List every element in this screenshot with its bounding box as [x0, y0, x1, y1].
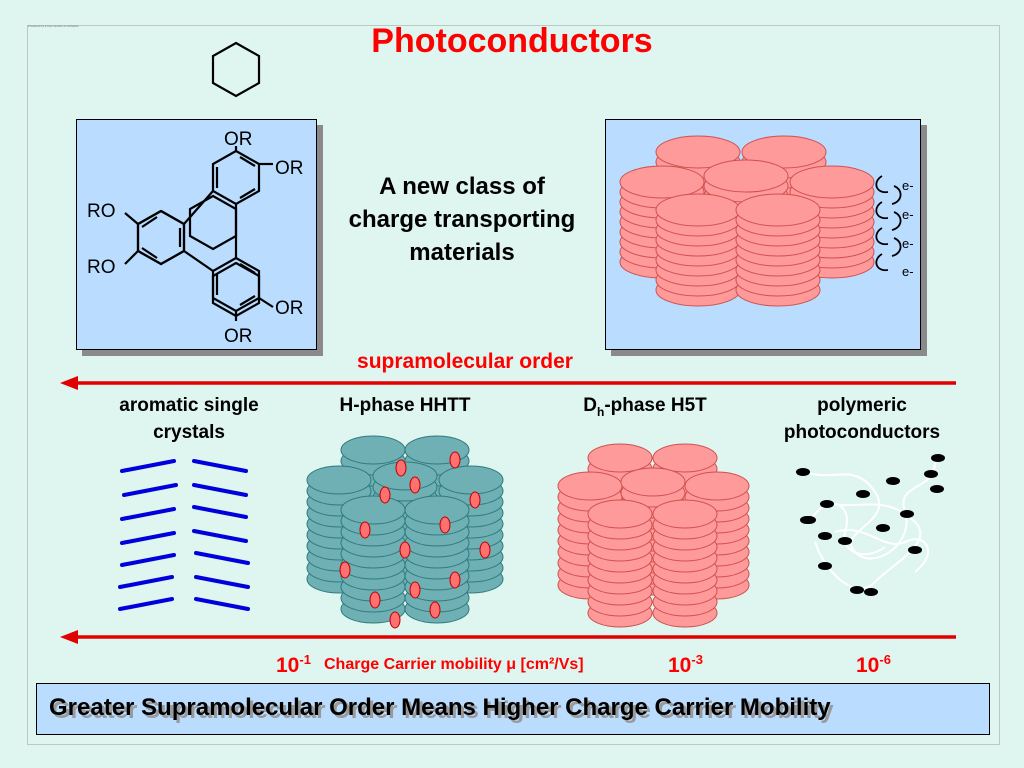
mobility-2-base: 10	[668, 654, 692, 677]
side-chain-bead	[359, 521, 371, 539]
category-3-prefix: D	[583, 395, 597, 416]
category-aromatic-crystals: aromatic single crystals	[96, 392, 282, 446]
mobility-value-1: 10-1	[276, 652, 311, 678]
category-1-line-1: aromatic single	[119, 395, 259, 416]
dh-phase-red-columns-icon	[557, 443, 750, 628]
mobility-3-exp: -6	[879, 652, 891, 667]
aromatic-crystal-rods-icon	[118, 459, 250, 611]
teal-disc	[404, 495, 470, 525]
label-or-lower-right: OR	[275, 298, 304, 319]
red-disc	[655, 193, 741, 227]
red-disc	[655, 135, 741, 169]
red-disc-columns-icon	[619, 135, 875, 307]
label-ro-lower-left: RO	[87, 257, 116, 278]
side-chain-bead	[409, 476, 421, 494]
side-chain-bead	[469, 491, 481, 509]
side-chain-bead	[439, 516, 451, 534]
mobility-1-base: 10	[276, 654, 300, 677]
label-or-upper-right: OR	[275, 158, 304, 179]
red-disc	[741, 135, 827, 169]
mobility-2-exp: -3	[691, 652, 703, 667]
side-chain-bead	[379, 486, 391, 504]
red-disc	[703, 159, 789, 193]
center-line-2: charge transporting	[348, 206, 576, 233]
side-chain-bead	[409, 581, 421, 599]
mobility-1-exp: -1	[299, 652, 311, 667]
red-disc	[789, 165, 875, 199]
polymer-chain-icon	[796, 454, 945, 596]
mobility-3-base: 10	[856, 654, 880, 677]
category-dh-phase: Dh-phase H5T	[550, 392, 740, 426]
red-disc	[587, 443, 653, 473]
red-disc	[587, 499, 653, 529]
charge-mobility-arrow	[60, 630, 956, 644]
category-polymeric: polymeric photoconductors	[762, 392, 962, 446]
teal-disc	[340, 435, 406, 465]
molecule-panel: OR OR RO RO OR OR	[76, 41, 317, 350]
teal-disc	[340, 495, 406, 525]
category-2-line-1: H-phase HHTT	[339, 395, 471, 416]
side-chain-bead	[369, 591, 381, 609]
electron-label-1: e-	[902, 178, 914, 193]
center-line-1: A new class of	[379, 173, 545, 200]
molecule-bonds	[124, 146, 274, 321]
columnar-stack-panel: e- e- e- e-	[605, 119, 921, 350]
mobility-value-3: 10-6	[856, 652, 891, 678]
side-chain-bead	[429, 601, 441, 619]
mobility-value-2: 10-3	[668, 652, 703, 678]
side-chain-bead	[479, 541, 491, 559]
red-disc	[684, 471, 750, 501]
side-chain-bead	[449, 451, 461, 469]
label-or-top: OR	[224, 129, 253, 150]
electron-label-2: e-	[902, 207, 914, 222]
category-1-line-2: crystals	[153, 422, 225, 443]
electron-hopping-arrows-icon	[875, 175, 902, 272]
electron-label-3: e-	[902, 236, 914, 251]
side-chain-bead	[339, 561, 351, 579]
label-or-bottom: OR	[224, 326, 253, 347]
tiny-header-text: Powered by a free version of software	[28, 24, 79, 28]
slide-frame	[27, 25, 1000, 745]
category-3-sub: h	[596, 404, 605, 419]
supramolecular-order-arrow	[60, 376, 956, 390]
category-h-phase: H-phase HHTT	[310, 392, 500, 419]
red-disc	[619, 165, 705, 199]
h-phase-teal-columns-icon	[306, 435, 504, 629]
red-disc	[620, 467, 686, 497]
center-description: A new class of charge transporting mater…	[327, 170, 597, 269]
red-disc	[652, 499, 718, 529]
side-chain-bead	[449, 571, 461, 589]
red-disc	[652, 443, 718, 473]
teal-disc	[372, 461, 438, 491]
electron-label-4: e-	[902, 264, 914, 279]
red-disc	[557, 471, 623, 501]
category-4-line-1: polymeric	[817, 395, 907, 416]
label-ro-upper-left: RO	[87, 201, 116, 222]
category-3-suffix: -phase H5T	[604, 395, 707, 416]
teal-disc	[306, 465, 372, 495]
teal-disc	[438, 465, 504, 495]
disc-columns	[619, 135, 875, 307]
side-chain-bead	[389, 611, 401, 629]
mobility-axis-label: Charge Carrier mobility μ [cm²/Vs]	[324, 656, 584, 673]
side-chain-bead	[395, 459, 407, 477]
category-4-line-2: photoconductors	[783, 422, 941, 443]
conclusion-text: Greater Supramolecular Order Means Highe…	[49, 694, 831, 721]
supramolecular-order-label: supramolecular order	[357, 350, 573, 373]
red-disc	[735, 193, 821, 227]
conclusion-banner: Greater Supramolecular Order Means Highe…	[36, 683, 990, 735]
center-line-3: materials	[409, 239, 515, 266]
slide-title: Photoconductors	[371, 22, 653, 60]
side-chain-bead	[399, 541, 411, 559]
